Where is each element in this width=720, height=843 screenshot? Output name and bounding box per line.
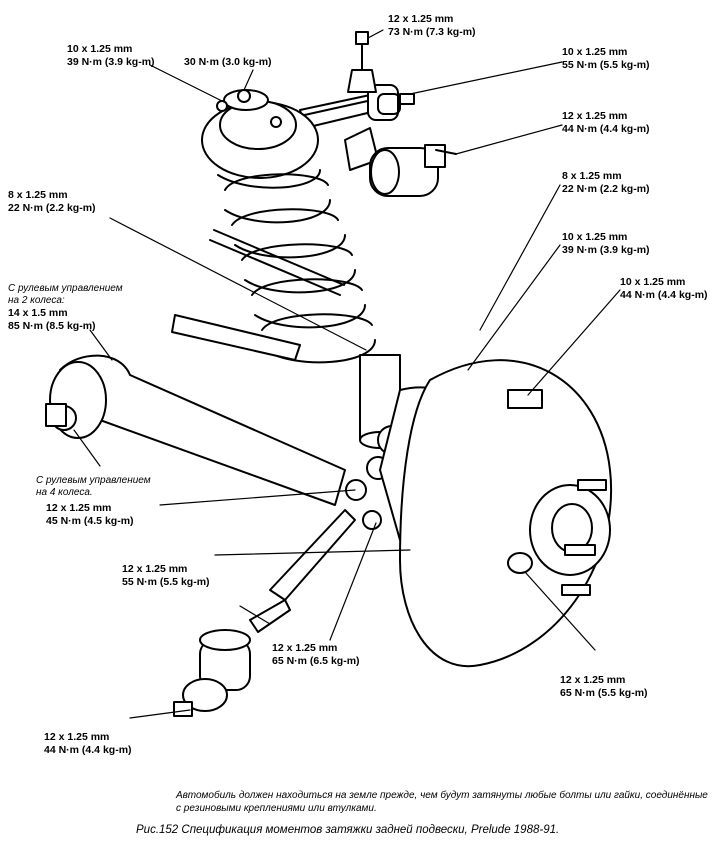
ground-note: Автомобиль должен находиться на земле пр…	[176, 790, 708, 814]
lower-arm	[45, 229, 346, 506]
top-mount-bolt	[347, 31, 377, 93]
coil-spring	[201, 89, 376, 364]
label-upper-mount-center: 30 N·m (3.0 kg-m)	[184, 56, 272, 68]
hub-disc	[399, 359, 613, 668]
leader-lines	[73, 29, 621, 719]
lower-link	[173, 509, 356, 717]
upper-control-arm	[299, 84, 415, 129]
bracket-bushings	[344, 127, 457, 197]
figure-caption: Рис.152 Спецификация моментов затяжки за…	[136, 824, 560, 836]
